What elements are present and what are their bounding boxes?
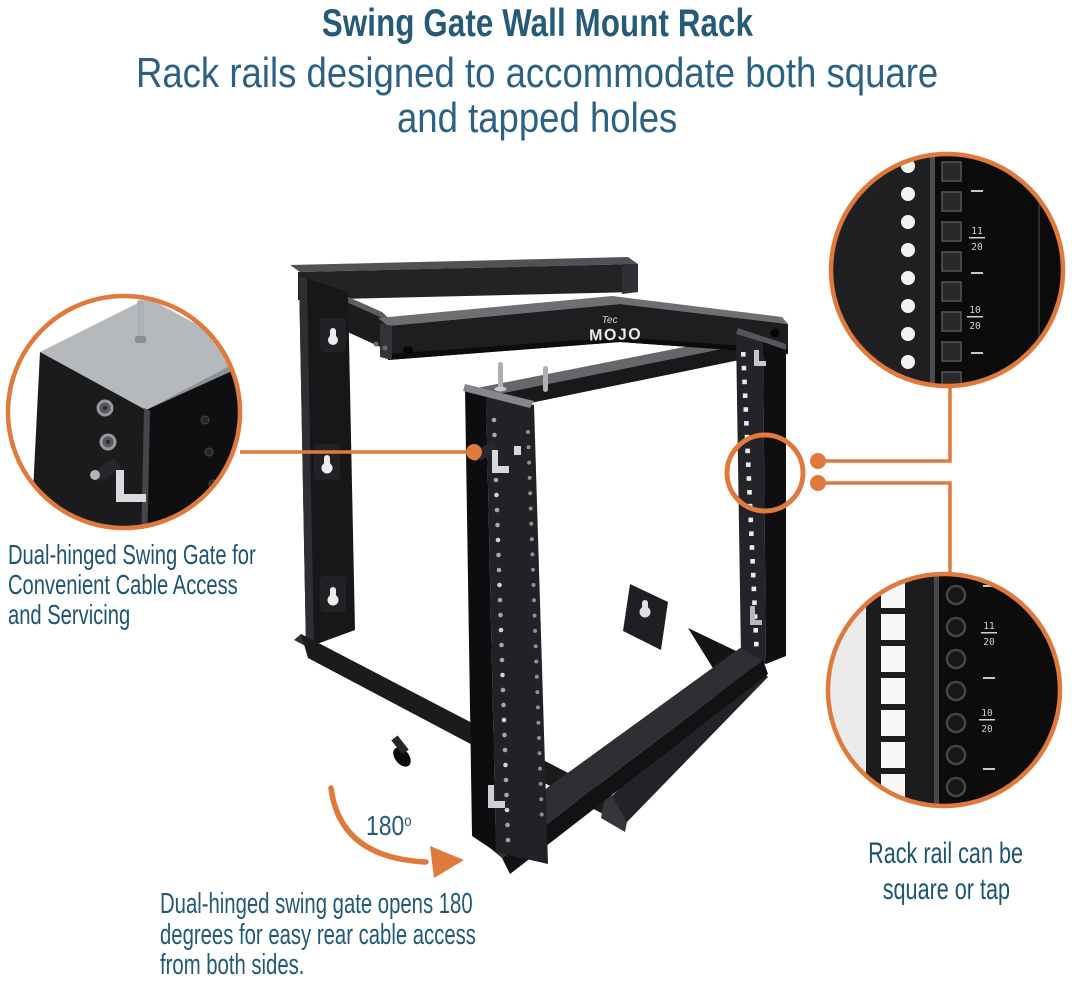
keyhole-bracket xyxy=(750,606,762,625)
keyhole-bracket xyxy=(754,350,766,366)
swing-gate-bottom-bar xyxy=(478,648,768,874)
brand-logo-bottom: MOJO xyxy=(589,326,643,344)
screw xyxy=(96,399,114,417)
wall-mount-tab xyxy=(320,576,346,612)
label-line: Dual-hinged swing gate opens 180 xyxy=(160,888,473,920)
connector-dot xyxy=(810,453,826,469)
rotation-arrow-icon xyxy=(328,785,464,878)
rail-mark: 11 xyxy=(971,226,983,237)
label-line: Dual-hinged Swing Gate for xyxy=(8,539,256,570)
screw xyxy=(99,433,117,451)
callout-bottom-right-label: Rack rail can be square or tap xyxy=(818,836,1074,908)
round-holes xyxy=(901,159,915,385)
keyhole-bracket xyxy=(90,458,146,502)
rail-mark: 20 xyxy=(983,637,995,648)
label-line: from both sides. xyxy=(160,949,305,981)
hinge-dot xyxy=(770,328,780,338)
callout-top-right-circle: 11 20 10 20 xyxy=(828,151,1066,389)
keyhole-bracket xyxy=(488,785,505,808)
connector-dot xyxy=(810,475,826,491)
brand-logo: Tec MOJO xyxy=(589,315,643,345)
rotation-angle-label: 180o xyxy=(366,810,412,841)
brand-bar: Tec MOJO xyxy=(373,296,788,360)
label-line: Rack rail can be xyxy=(868,837,1024,870)
label-line: and Servicing xyxy=(8,599,131,630)
label-line: square or tap xyxy=(882,873,1010,906)
detail-ring xyxy=(724,432,806,514)
swing-gate-left-rail xyxy=(463,362,548,864)
page-title: Swing Gate Wall Mount Rack xyxy=(321,2,753,45)
rotation-description: Dual-hinged swing gate opens 180 degrees… xyxy=(160,889,611,981)
brand-logo-top: Tec xyxy=(602,315,618,326)
label-line: degrees for easy rear cable access xyxy=(160,918,476,951)
wall-mount-tab xyxy=(314,444,340,480)
callout-dots xyxy=(466,444,826,491)
callout-connectors xyxy=(240,388,952,572)
connector-dot xyxy=(466,444,482,460)
square-holes xyxy=(881,582,905,800)
page-subtitle: Rack rails designed to accommodate both … xyxy=(0,50,1074,140)
subtitle-line: Rack rails designed to accommodate both … xyxy=(135,49,939,96)
rail-mark: 20 xyxy=(971,242,983,253)
callout-left-label: Dual-hinged Swing Gate for Convenient Ca… xyxy=(8,540,352,630)
rail-unit-marks: 11 20 10 20 xyxy=(979,585,997,770)
rail-mark: 20 xyxy=(969,321,981,332)
rail-mark: 11 xyxy=(983,621,995,632)
subtitle-line: and tapped holes xyxy=(396,94,678,141)
connector-line-top-right xyxy=(826,388,952,463)
connector-line-bottom-right xyxy=(826,481,952,572)
callout-left-circle xyxy=(5,293,243,531)
rack-photo: Tec MOJO xyxy=(290,257,788,874)
hinge-pin xyxy=(498,362,503,388)
callout-bottom-right-circle: 11 20 10 20 xyxy=(825,571,1063,809)
label-line: Convenient Cable Access xyxy=(8,569,238,600)
swing-gate-right-rail xyxy=(736,328,786,664)
wall-frame-top-bar xyxy=(290,257,638,300)
square-holes xyxy=(941,161,962,385)
hinge-pin xyxy=(543,366,548,392)
keyhole-bracket xyxy=(623,584,668,650)
latch-knob xyxy=(393,747,411,767)
tapped-holes xyxy=(945,584,967,798)
rail-unit-marks: 11 20 10 20 xyxy=(967,190,985,354)
rail-mark: 10 xyxy=(969,305,981,316)
wall-mount-tab xyxy=(320,318,346,352)
rail-mark: 10 xyxy=(981,708,993,719)
rail-mark: 20 xyxy=(981,724,993,735)
